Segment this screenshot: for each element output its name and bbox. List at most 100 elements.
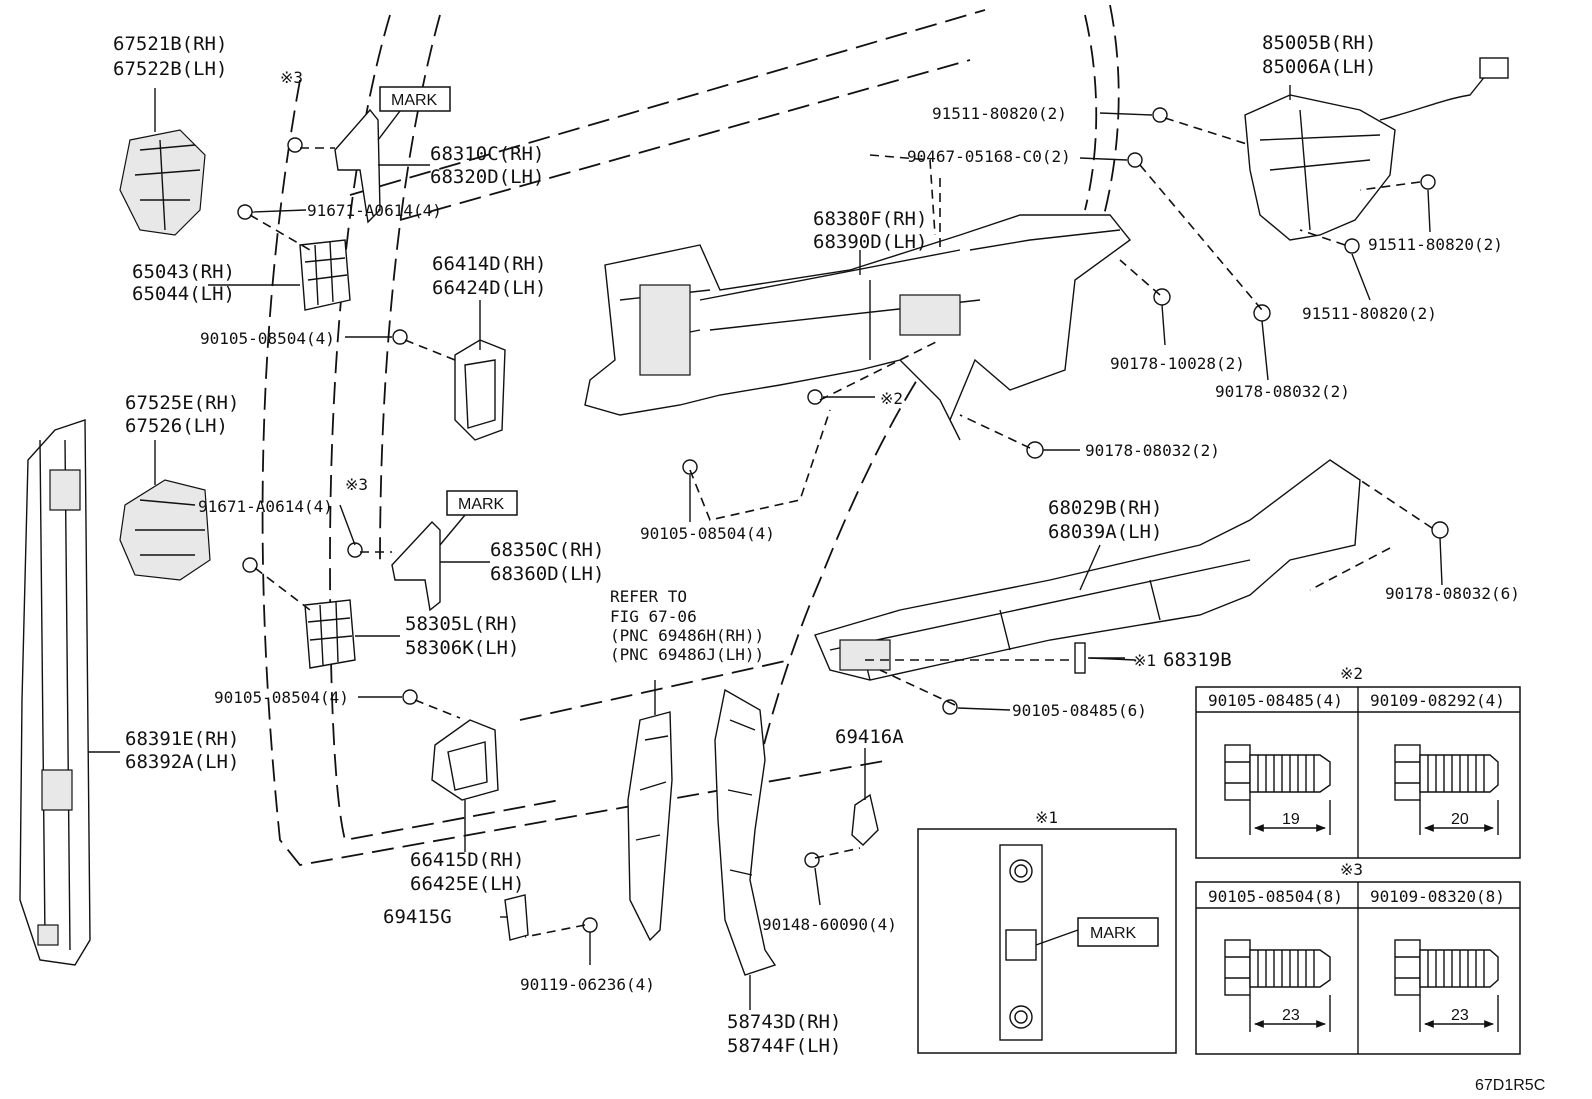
label-90178-10028: 90178-10028(2): [1110, 354, 1245, 373]
label-58743-lh: 58744F(LH): [727, 1035, 841, 1057]
refer-text-4: (PNC 69486J(LH)): [610, 645, 764, 664]
label-69416: 69416A: [835, 726, 904, 748]
label-91511-right: 91511-80820(2): [1368, 235, 1503, 254]
door-trim-panel: [714, 688, 777, 976]
assembly-dashes: [249, 117, 1433, 938]
inset2-col2: 90109-08292(4): [1370, 691, 1505, 710]
label-68310-lh: 68320D(LH): [430, 166, 544, 188]
label-68029-lh: 68039A(LH): [1048, 521, 1162, 543]
label-68350-lh: 68360D(LH): [490, 563, 604, 585]
label-90105-08485: 90105-08485(6): [1012, 701, 1147, 720]
inset1-title: ※1: [1035, 808, 1058, 827]
bolt-icon: [1224, 744, 1331, 835]
refer-text-3: (PNC 69486H(RH)): [610, 626, 764, 645]
inset1-mark-label: MARK: [1090, 925, 1137, 942]
label-67525-rh: 67525E(RH): [125, 392, 239, 414]
bracket-small: [1074, 642, 1086, 674]
bolt-icon: [1394, 744, 1499, 835]
refer-text-2: FIG 67-06: [610, 607, 697, 626]
inset3-dim1: 23: [1282, 1007, 1300, 1024]
label-91671-upper: 91671-A0614(4): [307, 201, 442, 220]
label-69415: 69415G: [383, 906, 452, 928]
door-frame-lower: [814, 459, 1361, 681]
door-outline: [261, 4, 1120, 866]
door-check-bracket-upper: [334, 108, 381, 224]
label-67525-lh: 67526(LH): [125, 415, 228, 437]
door-lock-actuator: [1244, 57, 1509, 241]
label-68319: 68319B: [1163, 649, 1232, 671]
label-91511-lower: 91511-80820(2): [1302, 304, 1437, 323]
inset2-col1: 90105-08485(4): [1208, 691, 1343, 710]
figure-code: 67D1R5C: [1475, 1077, 1545, 1094]
fastener-labels: 91671-A0614(4) 91671-A0614(4) 90105-0850…: [198, 104, 1520, 994]
label-66414-lh: 66424D(LH): [432, 277, 546, 299]
ref-note-3-upper: ※3: [280, 68, 303, 87]
label-68391-rh: 68391E(RH): [125, 728, 239, 750]
inset2-title: ※2: [1340, 664, 1363, 683]
label-91511-top: 91511-80820(2): [932, 104, 1067, 123]
label-90105-lower: 90105-08504(4): [214, 688, 349, 707]
refer-text-1: REFER TO: [610, 587, 687, 606]
door-frame-upper: [584, 214, 1132, 441]
inset3-title: ※3: [1340, 860, 1363, 879]
inset3-dim2: 23: [1451, 1007, 1469, 1024]
label-67521-rh: 67521B(RH): [113, 33, 227, 55]
label-68310-rh: 68310C(RH): [430, 143, 544, 165]
door-hinge-lower: [304, 599, 356, 669]
mark-label-lower: MARK: [458, 496, 505, 513]
door-stopper: [504, 894, 529, 941]
hinge-cover-upper: [119, 129, 206, 236]
label-91671-lower: 91671-A0614(4): [198, 497, 333, 516]
inset-bolt-table-2: ※2 90105-08485(4) 90109-08292(4) 19 20: [1195, 664, 1521, 859]
label-68391-lh: 68392A(LH): [125, 751, 239, 773]
inset3-col2: 90109-08320(8): [1370, 887, 1505, 906]
bolt-icon: [1224, 939, 1331, 1032]
fastener-symbols: [237, 107, 1449, 933]
label-90105-center: 90105-08504(4): [640, 524, 775, 543]
label-68350-rh: 68350C(RH): [490, 539, 604, 561]
label-67521-lh: 67522B(LH): [113, 58, 227, 80]
inset2-dim1: 19: [1282, 811, 1300, 828]
door-check-bracket-lower: [391, 520, 441, 612]
label-85005-lh: 85006A(LH): [1262, 56, 1376, 78]
hinge-cover-lower: [119, 479, 211, 581]
ref-note-2: ※2: [880, 389, 903, 408]
label-90178-08032-b: 90178-08032(2): [1085, 441, 1220, 460]
door-garnish-reference: [627, 711, 673, 942]
leader-lines: [88, 85, 1443, 1010]
label-66414-rh: 66414D(RH): [432, 253, 546, 275]
label-85005-rh: 85005B(RH): [1262, 32, 1376, 54]
label-90467: 90467-05168-C0(2): [907, 147, 1071, 166]
inset3-col1: 90105-08504(8): [1208, 887, 1343, 906]
bolt-icon: [1394, 939, 1499, 1032]
inset-mark-detail: ※1 MARK: [917, 808, 1177, 1054]
label-90148: 90148-60090(4): [762, 915, 897, 934]
door-hinge-upper: [299, 239, 351, 311]
label-58743-rh: 58743D(RH): [727, 1011, 841, 1033]
label-58305-lh: 58306K(LH): [405, 637, 519, 659]
label-90178-08032-a: 90178-08032(2): [1215, 382, 1350, 401]
ref-note-3-lower: ※3: [345, 475, 368, 494]
label-65043-rh: 65043(RH): [132, 261, 235, 283]
label-66415-lh: 66425E(LH): [410, 873, 524, 895]
label-90178-08032-6: 90178-08032(6): [1385, 584, 1520, 603]
label-90119: 90119-06236(4): [520, 975, 655, 994]
hinge-plate-upper: [454, 339, 506, 441]
hinge-plate-lower: [431, 719, 499, 801]
inset-bolt-table-3: ※3 90105-08504(8) 90109-08320(8) 23 23: [1195, 860, 1521, 1055]
label-90105-upper: 90105-08504(4): [200, 329, 335, 348]
inset2-dim2: 20: [1451, 811, 1469, 828]
label-68380-rh: 68380F(RH): [813, 208, 927, 230]
label-65043-lh: 65044(LH): [132, 283, 235, 305]
label-66415-rh: 66415D(RH): [410, 849, 524, 871]
door-weatherstrip: [19, 419, 91, 966]
label-58305-rh: 58305L(RH): [405, 613, 519, 635]
latch-small: [851, 793, 879, 846]
ref-note-1: ※1: [1133, 651, 1156, 670]
notes: ※3 ※3 ※2 ※1 MARK MARK REFER TO FIG 67-06…: [280, 68, 1156, 670]
mark-label-upper: MARK: [391, 92, 438, 109]
label-68029-rh: 68029B(RH): [1048, 497, 1162, 519]
label-68380-lh: 68390D(LH): [813, 231, 927, 253]
part-labels: 67521B(RH) 67522B(LH) 65043(RH) 65044(LH…: [113, 32, 1376, 1057]
